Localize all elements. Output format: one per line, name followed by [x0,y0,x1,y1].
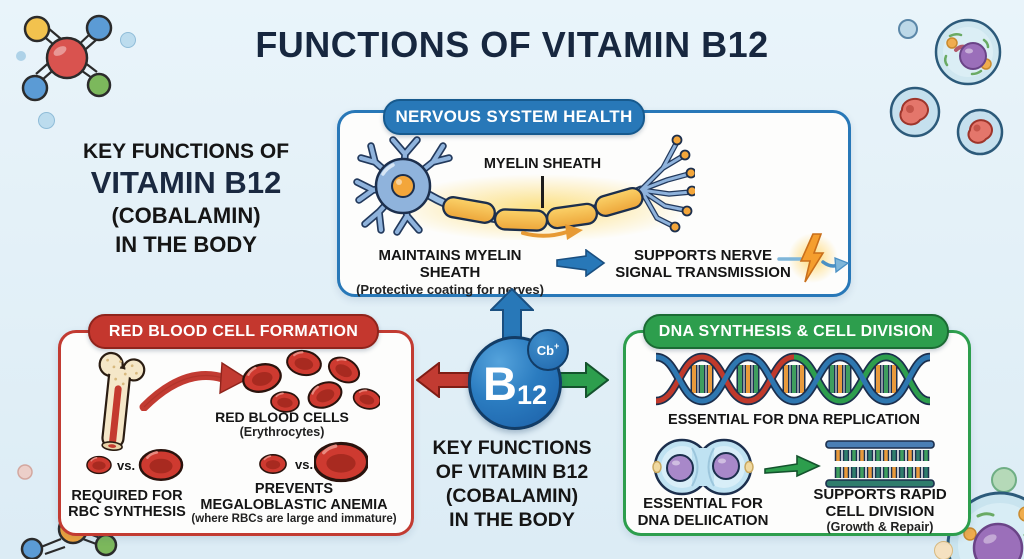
molecule-decoration-top-left [21,14,113,102]
dna-helix-illustration [655,352,931,406]
nerve-signal-icon [777,233,849,283]
maintains-myelin-label: MAINTAINS MYELIN SHEATH (Protective coat… [356,247,544,297]
myelin-sheath-label: MYELIN SHEATH [483,156,602,172]
supports-nerve-label: SUPPORTS NERVE SIGNAL TRANSMISSION [615,247,791,281]
dna-header: DNA SYNTHESIS & CELL DIVISION [643,314,949,349]
cell-decoration-bottom-right [946,467,1024,559]
dot-decoration [120,32,136,48]
dna-supports-label: SUPPORTS RAPID CELL DIVISION (Growth & R… [813,486,947,534]
dna-ladder-illustration [825,440,935,488]
arrow-up-to-nervous [490,288,534,342]
vs-label-right: vs. [295,457,314,472]
curved-red-arrow [139,361,248,411]
bone-illustration [98,351,146,452]
left-heading: KEY FUNCTIONS OF VITAMIN B12 (COBALAMIN)… [52,140,320,258]
rbc-header: RED BLOOD CELL FORMATION [88,314,379,349]
required-for-label: REQUIRED FOR RBC SYNTHESIS [68,488,186,520]
signal-direction-arrow [521,224,583,240]
left-heading-line3: (COBALAMIN) [111,203,261,228]
neuron-illustration [353,134,695,240]
vs-label-left: vs. [117,458,136,473]
dot-decoration [934,541,953,559]
cell-division-illustration [652,438,754,496]
dot-decoration [16,51,26,61]
nervous-system-header: NERVOUS SYSTEM HEALTH [383,99,645,135]
myelin-pointer-line [541,176,544,208]
dna-replication-label: ESSENTIAL FOR DNA REPLICATION [668,412,920,428]
dna-essential-label: ESSENTIAL FOR DNA DELIICATION [637,495,769,529]
cobalt-badge: Cb+ [527,329,569,371]
b12-number: 12 [516,380,547,410]
blue-arrow-right-icon [556,249,606,277]
rbc-normal-large [138,448,184,482]
center-caption: KEY FUNCTIONS OF VITAMIN B12 (COBALAMIN)… [432,437,592,531]
green-arrow-right-icon [764,454,821,478]
red-blood-cells-illustration [239,347,380,414]
prevents-anemia-label: PREVENTS MEGALOBLASTIC ANEMIA (where RBC… [191,481,397,525]
arrow-right-to-dna [555,362,609,398]
main-title: FUNCTIONS OF VITAMIN B12 [255,24,769,65]
red-blood-cells-label: RED BLOOD CELLS (Erythrocytes) [215,409,349,439]
left-heading-line1: KEY FUNCTIONS OF [82,140,290,163]
dot-decoration [38,112,55,129]
left-heading-line2: VITAMIN B12 [90,165,282,200]
cells-decoration-top-right [889,18,1004,156]
rbc-normal-small [86,455,112,475]
arrow-left-to-rbc [416,362,470,398]
b12-letter: B [483,356,517,410]
rbc-small-right [259,454,287,474]
left-heading-line4: IN THE BODY [115,232,257,257]
